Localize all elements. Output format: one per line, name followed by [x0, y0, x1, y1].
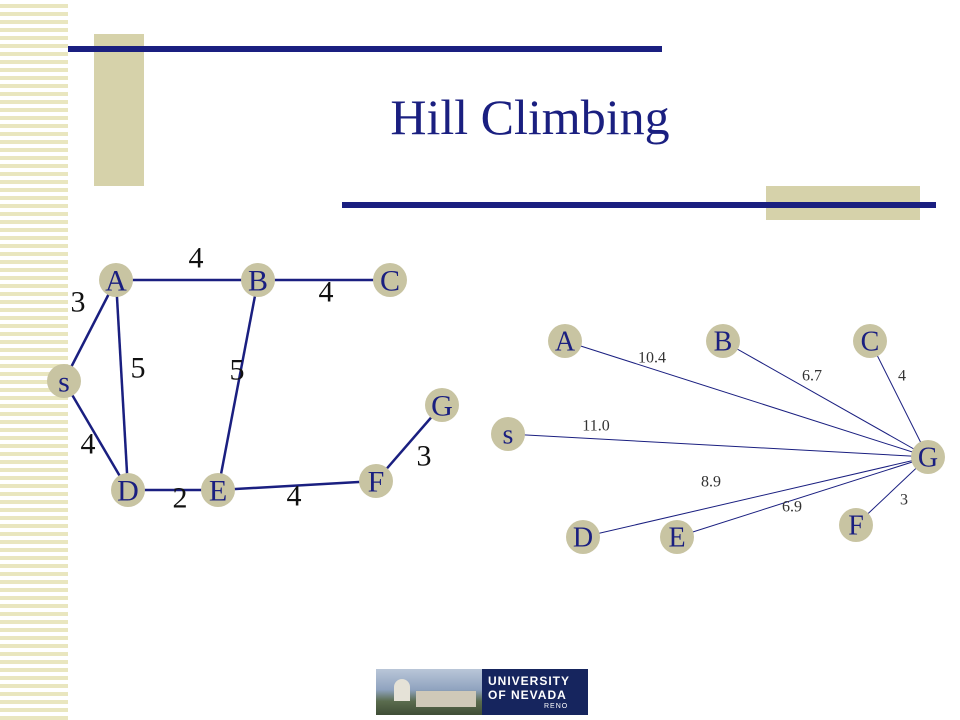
right-edge-C-G	[869, 340, 929, 458]
right-node-label-B: B	[714, 327, 733, 358]
right-node-circle-C	[853, 324, 887, 358]
right-node-circle-E	[660, 520, 694, 554]
right-edge-label-D-G: 8.9	[701, 474, 721, 491]
left-node-A: A	[99, 263, 133, 298]
right-node-circle-G	[911, 440, 945, 474]
logo-line1: UNIVERSITY	[488, 674, 571, 688]
decor-bottom-bar	[342, 202, 936, 208]
left-edge-s-D	[62, 380, 130, 491]
right-node-G: G	[911, 440, 945, 474]
logo-line2: OF NEVADA	[488, 688, 567, 702]
right-node-label-D: D	[573, 523, 593, 554]
left-node-G: G	[425, 388, 459, 423]
right-node-E: E	[660, 520, 694, 554]
university-logo: UNIVERSITY OF NEVADA RENO	[376, 669, 588, 715]
right-edge-A-G	[564, 340, 929, 458]
right-node-F: F	[839, 508, 873, 542]
left-graph-weights: 4 4 3 5 5 4 2 4 3	[71, 242, 432, 515]
right-node-circle-A	[548, 324, 582, 358]
logo-line3: RENO	[544, 703, 569, 710]
right-edge-B-G	[722, 340, 929, 458]
left-node-B: B	[241, 263, 275, 298]
right-node-label-A: A	[555, 327, 576, 358]
left-node-label-F: F	[368, 466, 385, 499]
left-node-E: E	[201, 473, 235, 508]
right-edge-label-F-G: 3	[900, 492, 908, 509]
right-graph-edges	[507, 340, 929, 538]
right-node-label-E: E	[668, 523, 685, 554]
right-edge-label-s-G: 11.0	[582, 418, 609, 435]
left-node-circle-D	[111, 473, 145, 507]
left-node-circle-s	[47, 364, 81, 398]
right-edge-E-G	[676, 456, 929, 538]
left-node-label-A: A	[105, 265, 127, 298]
right-node-A: A	[548, 324, 582, 358]
right-edge-s-G	[507, 433, 929, 458]
right-node-s: s	[491, 417, 525, 451]
left-graph-nodes: A B CsG D E F	[47, 263, 459, 508]
left-edge-label-s-D: 4	[81, 428, 96, 461]
left-edge-label-s-A: 3	[71, 286, 86, 319]
right-node-circle-s	[491, 417, 525, 451]
right-node-B: B	[706, 324, 740, 358]
right-node-C: C	[853, 324, 887, 358]
right-node-label-C: C	[861, 327, 880, 358]
right-node-label-F: F	[848, 511, 864, 542]
left-node-label-D: D	[117, 475, 139, 508]
left-edge-label-D-E: 2	[173, 482, 188, 515]
logo-campus-image	[376, 669, 482, 715]
right-edge-label-E-G: 6.9	[782, 499, 802, 516]
left-node-label-G: G	[431, 390, 453, 423]
right-edge-label-B-G: 6.7	[802, 368, 822, 385]
left-edge-label-F-G: 3	[417, 440, 432, 473]
left-edge-A-D	[114, 279, 130, 491]
left-edge-E-F	[217, 479, 377, 492]
right-graph-nodes: A B CsG D E F	[491, 324, 945, 554]
left-edge-B-E	[216, 279, 260, 491]
right-node-D: D	[566, 520, 600, 554]
decor-top-bar	[68, 46, 662, 52]
left-node-label-s: s	[58, 366, 70, 399]
left-edge-label-A-D: 5	[131, 352, 146, 385]
left-node-circle-E	[201, 473, 235, 507]
right-node-label-s: s	[503, 420, 514, 451]
slide-title: Hill Climbing	[390, 89, 670, 145]
left-node-circle-B	[241, 263, 275, 297]
striped-side-bar	[0, 0, 68, 720]
left-node-label-B: B	[248, 265, 268, 298]
right-node-circle-F	[839, 508, 873, 542]
left-node-circle-F	[359, 464, 393, 498]
left-graph-edges	[62, 278, 443, 492]
left-node-circle-A	[99, 263, 133, 297]
right-node-circle-D	[566, 520, 600, 554]
left-edge-s-A	[62, 279, 118, 382]
left-edge-label-A-B: 4	[189, 242, 204, 275]
right-edge-D-G	[582, 456, 929, 538]
left-node-s: s	[47, 364, 81, 399]
right-graph-heuristics: 10.4 6.7 4 11.0 8.9 6.9 3	[582, 350, 908, 516]
left-node-C: C	[373, 263, 407, 298]
right-edge-label-A-G: 10.4	[638, 350, 666, 367]
left-node-D: D	[111, 473, 145, 508]
right-edge-label-C-G: 4	[898, 368, 906, 385]
left-node-circle-G	[425, 388, 459, 422]
right-node-circle-B	[706, 324, 740, 358]
left-node-F: F	[359, 464, 393, 499]
left-node-label-C: C	[380, 265, 400, 298]
left-edge-label-B-C: 4	[319, 276, 334, 309]
right-node-label-G: G	[918, 443, 938, 474]
left-edge-label-B-E: 5	[230, 354, 245, 387]
left-node-label-E: E	[209, 475, 227, 508]
left-edge-label-E-F: 4	[287, 480, 302, 513]
decor-vertical-block	[94, 34, 144, 186]
left-node-circle-C	[373, 263, 407, 297]
